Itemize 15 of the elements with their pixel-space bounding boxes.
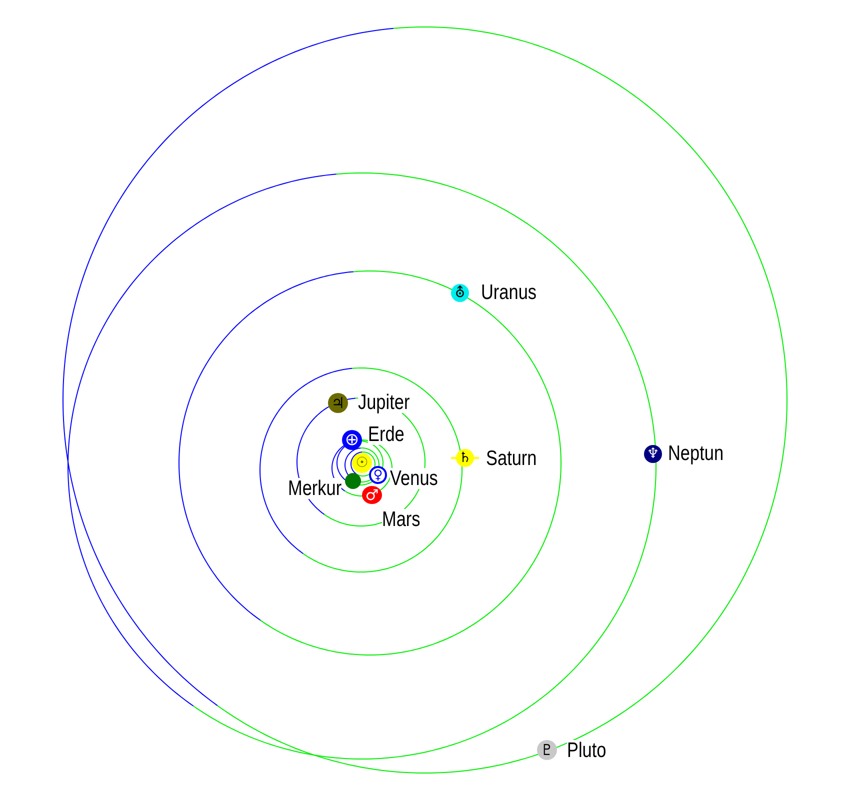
planet-label: Jupiter bbox=[358, 392, 410, 413]
planet-label: Venus bbox=[390, 468, 438, 489]
sun-marker: ☉ bbox=[352, 453, 372, 473]
planet-marker: ♃ bbox=[328, 393, 348, 413]
planet-marker: ♂ bbox=[362, 486, 382, 504]
planet-marker: ⛢ bbox=[451, 284, 469, 302]
planet-marker: ♆ bbox=[644, 445, 662, 463]
planet-marker: ♇ bbox=[537, 740, 557, 760]
planet-label: Merkur bbox=[288, 478, 342, 499]
planet-marker: ⊕ bbox=[342, 430, 362, 450]
planet-label: Erde bbox=[368, 424, 404, 445]
planet-marker bbox=[345, 473, 361, 489]
planet-marker: ♀ bbox=[369, 466, 387, 484]
planet-label: Neptun bbox=[668, 443, 724, 464]
planet-marker: ♄ bbox=[456, 449, 474, 467]
